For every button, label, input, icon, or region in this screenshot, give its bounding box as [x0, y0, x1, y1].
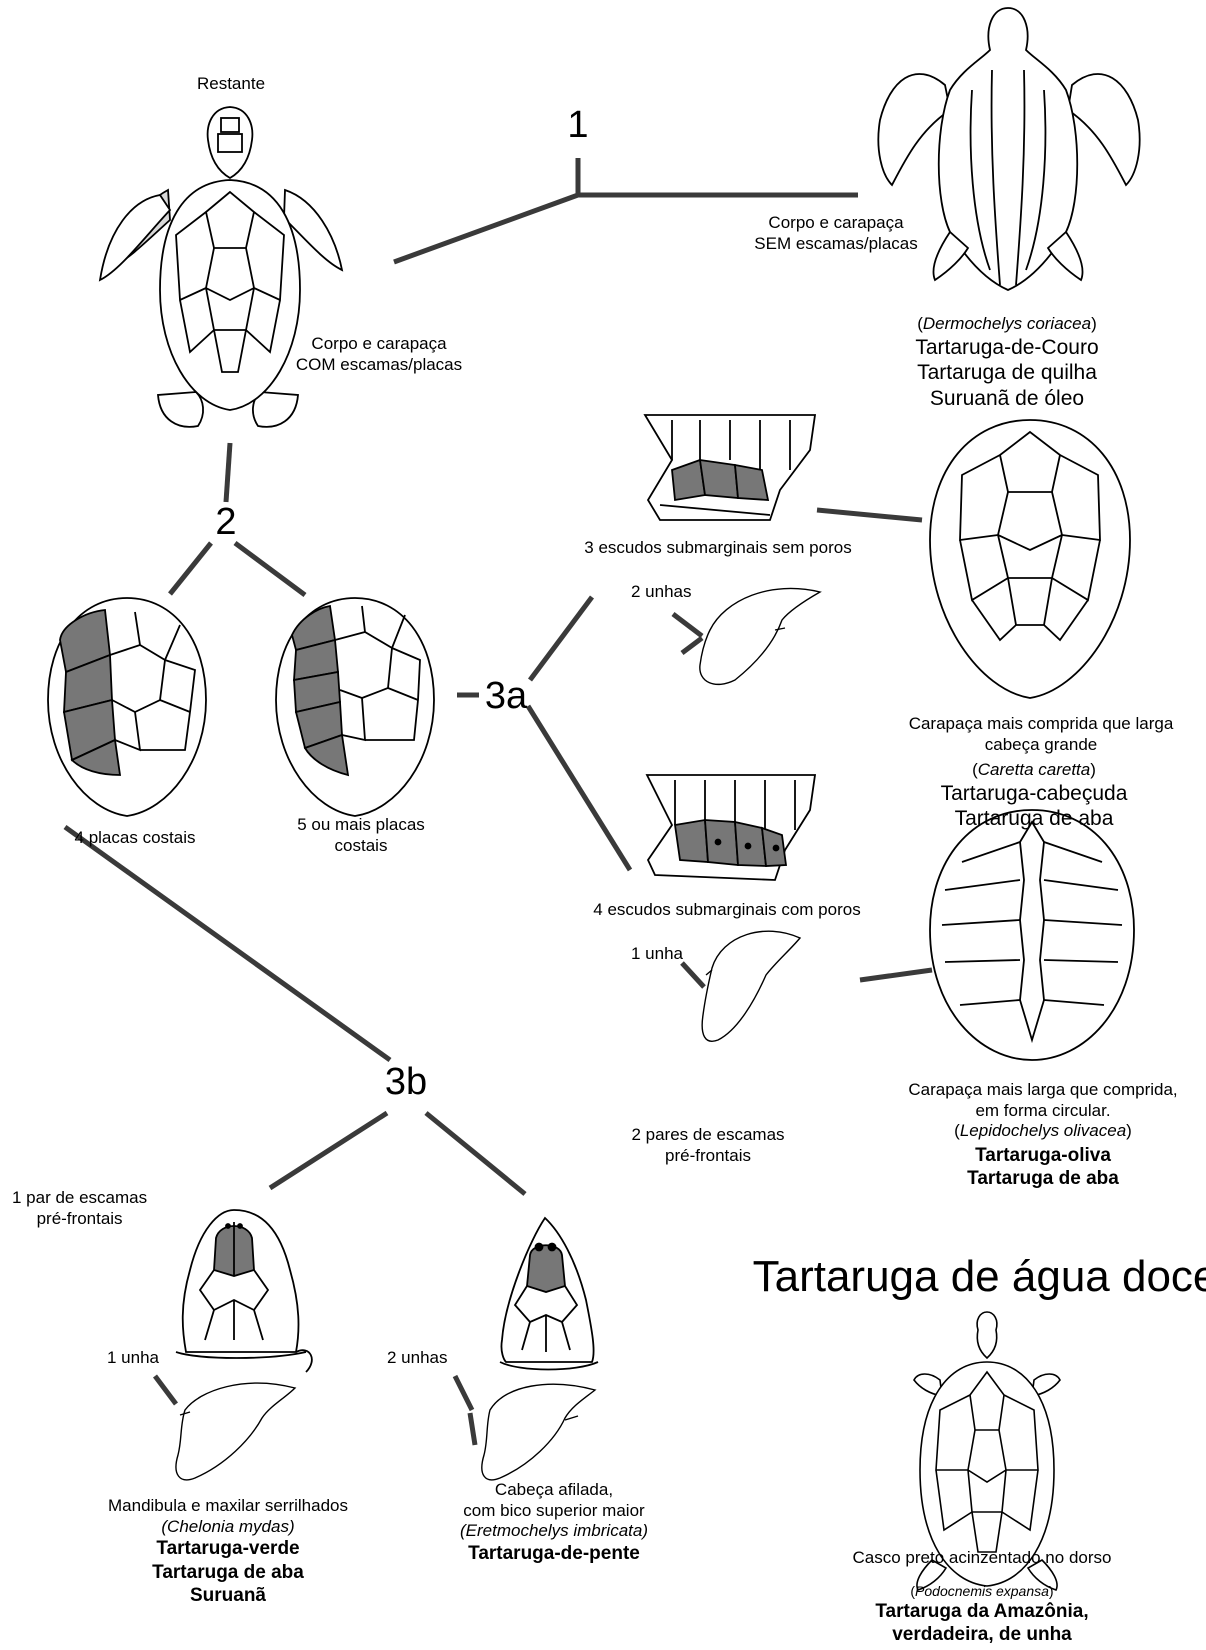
carapace-4-costals-illustration — [48, 598, 206, 816]
lepidochelys-desc-line2: em forma circular. — [908, 1101, 1177, 1122]
sem-escamas-line1: Corpo e carapaça — [754, 213, 917, 234]
chelonia-flipper-illustration — [176, 1383, 295, 1480]
lepidochelys-carapace-illustration — [930, 810, 1134, 1060]
eretmochelys-flipper-illustration — [482, 1384, 595, 1480]
lepidochelys-desc-line1: Carapaça mais larga que comprida, — [908, 1080, 1177, 1101]
sem-escamas-line2: SEM escamas/placas — [754, 234, 917, 255]
freshwater-title: Tartaruga de água doce — [753, 1250, 1206, 1304]
lepidochelys-claws-label: 1 unha — [631, 944, 683, 965]
lepidochelys-prefrontal-line1: 2 pares de escamas — [631, 1125, 784, 1146]
chelonia-name-3: Suruanã — [108, 1584, 348, 1607]
lepidochelys-name-1: Tartaruga-oliva — [967, 1144, 1119, 1167]
five-costals-line1: 5 ou mais placas — [297, 815, 425, 836]
chelonia-prefrontal-line1: 1 par de escamas — [12, 1188, 147, 1209]
caretta-scutes-label: 3 escudos submarginais sem poros — [584, 538, 851, 559]
com-escamas-line2: COM escamas/placas — [296, 355, 462, 376]
caretta-desc-line2: cabeça grande — [909, 735, 1174, 756]
restante-label: Restante — [197, 74, 265, 95]
eretmochelys-desc-line1: Cabeça afilada, — [460, 1480, 648, 1501]
caretta-desc-line1: Carapaça mais comprida que larga — [909, 714, 1174, 735]
caretta-names: (Caretta caretta) Tartaruga-cabeçuda Tar… — [941, 760, 1128, 832]
lepidochelys-prefrontal-line2: pré-frontais — [631, 1146, 784, 1167]
lepidochelys-prefrontal-label: 2 pares de escamas pré-frontais — [631, 1125, 784, 1166]
freshwater-name-1: Tartaruga da Amazônia, — [853, 1600, 1112, 1623]
chelonia-head-illustration — [176, 1210, 312, 1372]
eretmochelys-head-illustration — [500, 1218, 598, 1370]
chelonia-scientific-name: (Chelonia mydas) — [108, 1517, 348, 1538]
eretmochelys-scientific-name: (Eretmochelys imbricata) — [460, 1521, 648, 1542]
leatherback-name-2: Tartaruga de quilha — [915, 360, 1098, 386]
lepidochelys-scutes-label: 4 escudos submarginais com poros — [593, 900, 860, 921]
lepidochelys-flipper-illustration — [702, 931, 800, 1041]
caretta-description: Carapaça mais comprida que larga cabeça … — [909, 714, 1174, 755]
four-costals-label: 4 placas costais — [75, 828, 196, 849]
step-number-3b: 3b — [385, 1063, 427, 1101]
caretta-name-2: Tartaruga de aba — [941, 806, 1128, 832]
eretmochelys-desc-line2: com bico superior maior — [460, 1501, 648, 1522]
turtle-restante-illustration — [100, 107, 342, 427]
freshwater-labels: Casco preto acinzentado no dorso (Podocn… — [853, 1548, 1112, 1646]
lepidochelys-name-2: Tartaruga de aba — [967, 1167, 1119, 1190]
chelonia-labels: Mandibula e maxilar serrilhados (Cheloni… — [108, 1496, 348, 1607]
chelonia-description: Mandibula e maxilar serrilhados — [108, 1496, 348, 1517]
caretta-scutes-illustration — [645, 415, 815, 520]
lepidochelys-scutes-illustration — [647, 775, 815, 880]
caretta-name-1: Tartaruga-cabeçuda — [941, 781, 1128, 807]
leatherback-name-3: Suruanã de óleo — [915, 386, 1098, 412]
caretta-flipper-illustration — [700, 588, 820, 684]
carapace-5-costals-illustration — [276, 598, 434, 816]
chelonia-prefrontal-line2: pré-frontais — [12, 1209, 147, 1230]
eretmochelys-claws-label: 2 unhas — [387, 1348, 448, 1369]
step-number-3a: 3a — [485, 677, 527, 715]
freshwater-description: Casco preto acinzentado no dorso — [853, 1548, 1112, 1569]
chelonia-name-2: Tartaruga de aba — [108, 1561, 348, 1584]
step-number-2: 2 — [215, 503, 236, 541]
caretta-carapace-illustration — [930, 420, 1130, 698]
caretta-scientific-name: (Caretta caretta) — [941, 760, 1128, 781]
chelonia-claws-label: 1 unha — [107, 1348, 159, 1369]
com-escamas-line1: Corpo e carapaça — [296, 334, 462, 355]
step-number-1: 1 — [567, 106, 588, 144]
five-costals-label: 5 ou mais placas costais — [297, 815, 425, 856]
eretmochelys-labels: Cabeça afilada, com bico superior maior … — [460, 1480, 648, 1565]
five-costals-line2: costais — [297, 836, 425, 857]
chelonia-prefrontal-label: 1 par de escamas pré-frontais — [12, 1188, 147, 1229]
sem-escamas-description: Corpo e carapaça SEM escamas/placas — [754, 213, 917, 254]
leatherback-names: (Dermochelys coriacea) Tartaruga-de-Cour… — [915, 314, 1098, 412]
com-escamas-description: Corpo e carapaça COM escamas/placas — [296, 334, 462, 375]
leatherback-name-1: Tartaruga-de-Couro — [915, 335, 1098, 361]
lepidochelys-description: Carapaça mais larga que comprida, em for… — [908, 1080, 1177, 1142]
lepidochelys-names: Tartaruga-oliva Tartaruga de aba — [967, 1144, 1119, 1190]
caretta-claws-label: 2 unhas — [631, 582, 692, 603]
freshwater-name-2: verdadeira, de unha — [853, 1623, 1112, 1646]
freshwater-scientific-name: (Podocnemis expansa) — [853, 1583, 1112, 1600]
eretmochelys-name-1: Tartaruga-de-pente — [460, 1542, 648, 1565]
leatherback-scientific-name: (Dermochelys coriacea) — [915, 314, 1098, 335]
lepidochelys-scientific-name: (Lepidochelys olivacea) — [908, 1121, 1177, 1142]
chelonia-name-1: Tartaruga-verde — [108, 1537, 348, 1560]
